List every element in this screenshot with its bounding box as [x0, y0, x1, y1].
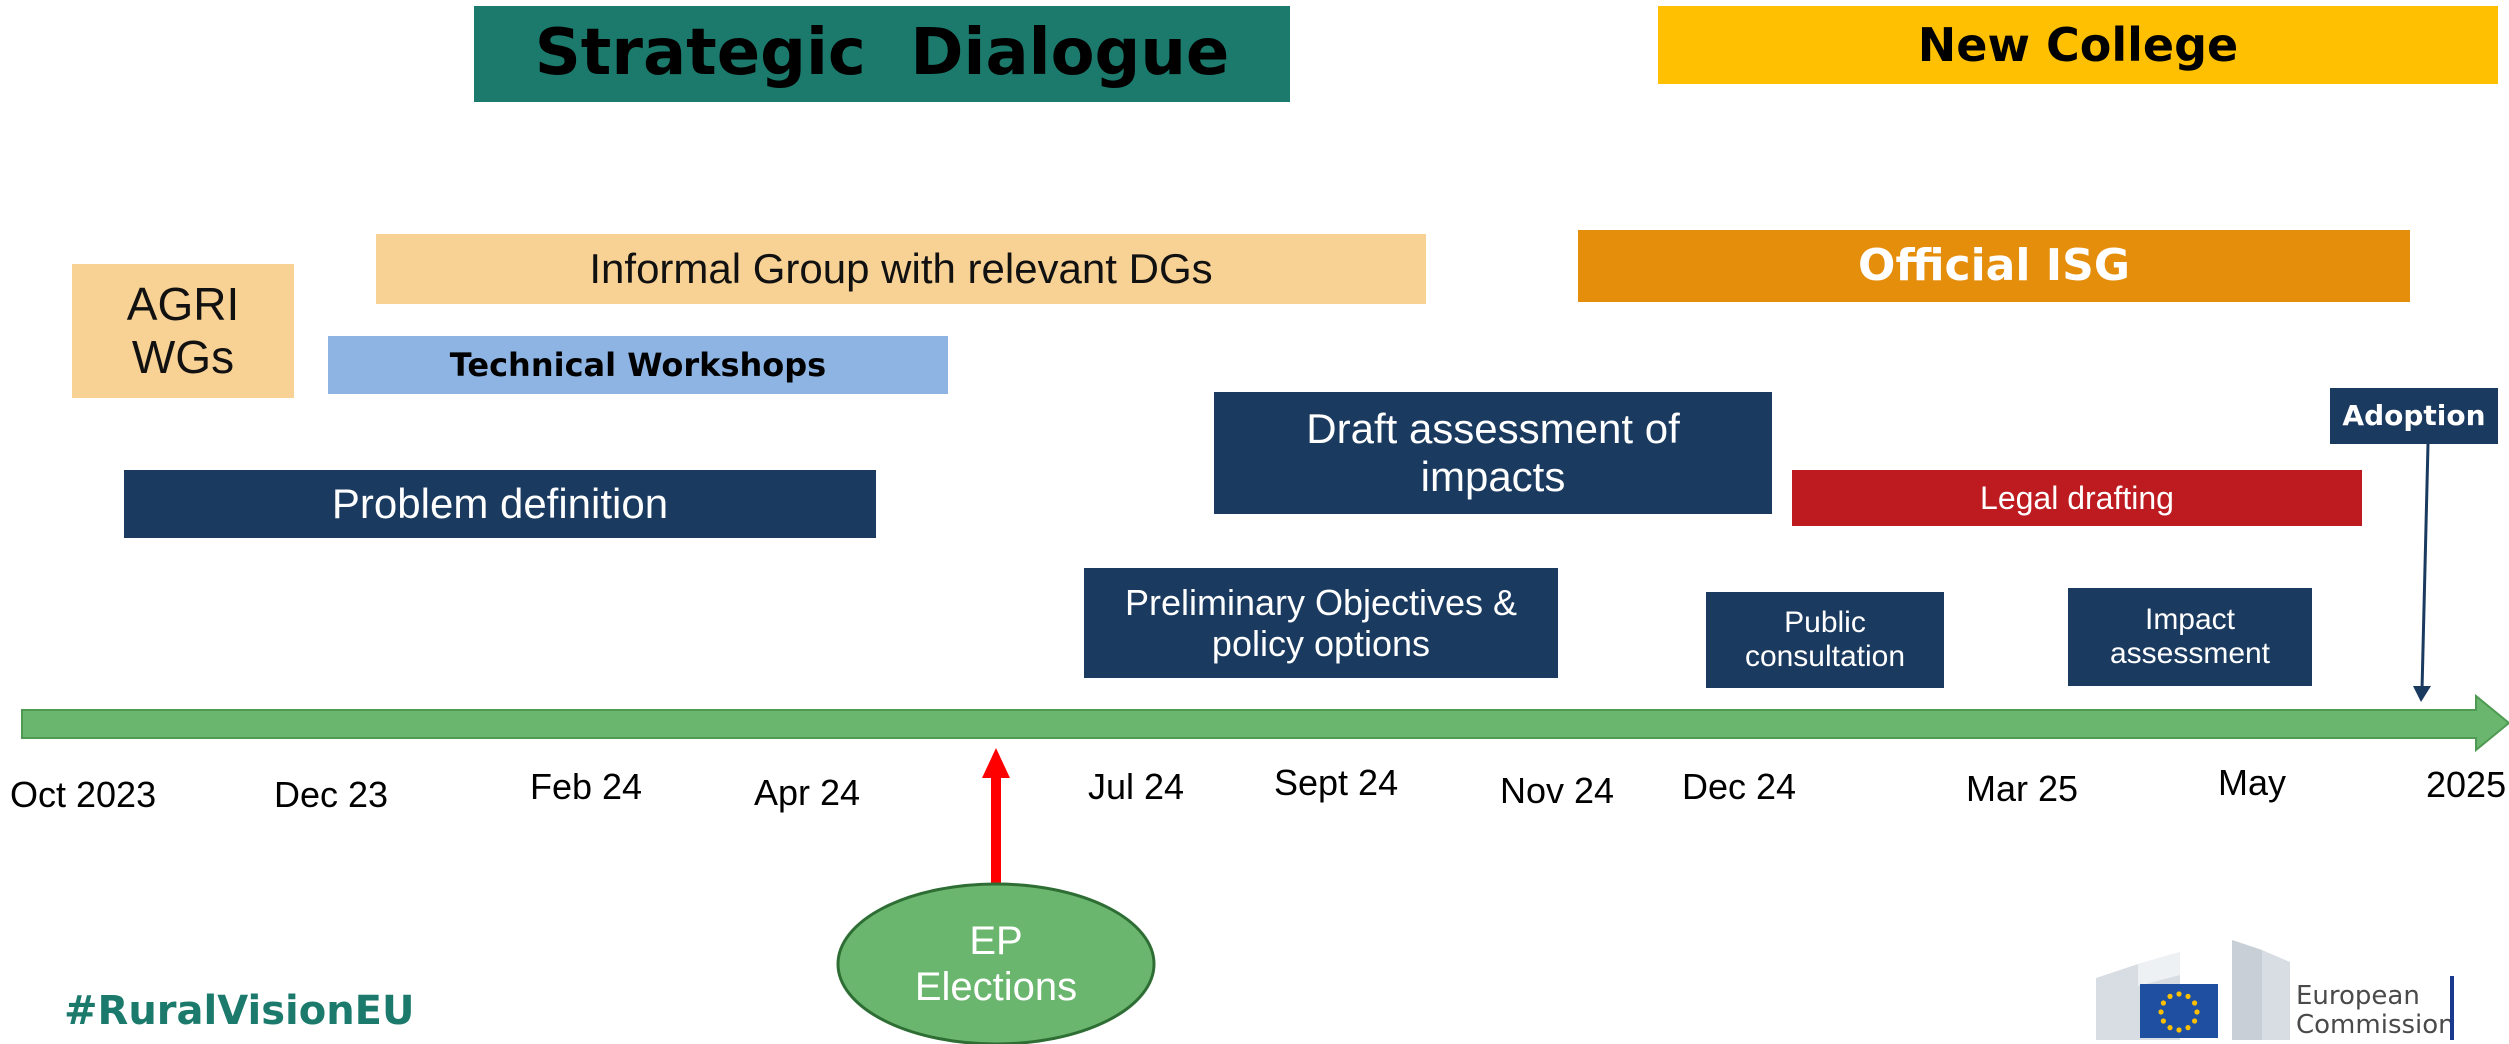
- tick-dec-23: Dec 23: [274, 774, 389, 815]
- public-consultation-box: Public consultation: [1706, 592, 1944, 688]
- tick-2025: 2025: [2426, 764, 2507, 805]
- hashtag-text: #RuralVisionEU: [64, 988, 415, 1034]
- new-college-header: New College: [1658, 6, 2498, 84]
- tick-apr-24: Apr 24: [754, 772, 861, 813]
- adoption-box: Adoption: [2330, 388, 2498, 444]
- official-isg-bar: Official ISG: [1578, 230, 2410, 302]
- ep-elections-line2: Elections: [914, 965, 1078, 1009]
- european-commission-logo: [2096, 940, 2290, 1040]
- european-commission-text: European Commission: [2296, 982, 2455, 1039]
- tick-nov-24: Nov 24: [1500, 770, 1615, 811]
- public-consultation-line1: Public: [1784, 605, 1866, 639]
- strategic-dialogue-header: Strategic Dialogue: [474, 6, 1290, 102]
- tick-sept-24: Sept 24: [1274, 762, 1399, 803]
- draft-assessment-line2: impacts: [1420, 453, 1566, 500]
- informal-group-bar: Informal Group with relevant DGs: [376, 234, 1426, 304]
- tick-jul-24: Jul 24: [1088, 766, 1185, 807]
- impact-assessment-box: Impact assessment: [2068, 588, 2312, 686]
- ep-arrow-shaft: [991, 772, 1001, 884]
- tick-mar-25: Mar 25: [1966, 768, 2079, 809]
- technical-workshops-bar: Technical Workshops: [328, 336, 948, 394]
- strategic-dialogue-label: Strategic Dialogue: [534, 16, 1230, 91]
- agri-wgs-line2: WGs: [131, 331, 235, 383]
- preliminary-objectives-box: Preliminary Objectives & policy options: [1084, 568, 1558, 678]
- timeline-arrow: [21, 693, 2509, 753]
- technical-workshops-label: Technical Workshops: [449, 345, 827, 384]
- draft-assessment-line1: Draft assessment of: [1306, 404, 1680, 452]
- legal-drafting-label: Legal drafting: [1980, 479, 2174, 516]
- problem-definition-label: Problem definition: [331, 479, 669, 527]
- agri-wgs-line1: AGRI: [126, 278, 240, 331]
- ep-elections-line1: EP: [969, 919, 1023, 963]
- ec-line2: Commission: [2296, 1009, 2455, 1040]
- ep-elections-label: EP Elections: [838, 908, 1154, 1020]
- adoption-pointer-head: [2413, 686, 2431, 702]
- draft-assessment-box: Draft assessment of impacts: [1214, 392, 1772, 514]
- adoption-label: Adoption: [2342, 398, 2486, 432]
- ep-arrow-head: [982, 748, 1010, 778]
- ec-line1: European: [2296, 981, 2420, 1011]
- informal-group-label: Informal Group with relevant DGs: [589, 244, 1213, 292]
- ec-divider-bar: [2450, 976, 2454, 1040]
- legal-drafting-bar: Legal drafting: [1792, 470, 2362, 526]
- tick-feb-24: Feb 24: [530, 766, 643, 807]
- impact-assessment-line1: Impact: [2144, 602, 2236, 636]
- tick-dec-24: Dec 24: [1682, 766, 1797, 807]
- agri-wgs-box: AGRI WGs: [72, 264, 294, 398]
- impact-assessment-line2: assessment: [2109, 637, 2271, 670]
- tick-oct-2023: Oct 2023: [10, 774, 157, 815]
- tick-may: May: [2218, 762, 2287, 803]
- new-college-label: New College: [1917, 17, 2239, 72]
- preliminary-objectives-line1: Preliminary Objectives &: [1124, 581, 1518, 623]
- adoption-pointer-line: [2420, 443, 2430, 691]
- public-consultation-line2: consultation: [1744, 640, 1906, 673]
- preliminary-objectives-line2: policy options: [1211, 623, 1431, 664]
- problem-definition-bar: Problem definition: [124, 470, 876, 538]
- official-isg-label: Official ISG: [1858, 239, 2130, 291]
